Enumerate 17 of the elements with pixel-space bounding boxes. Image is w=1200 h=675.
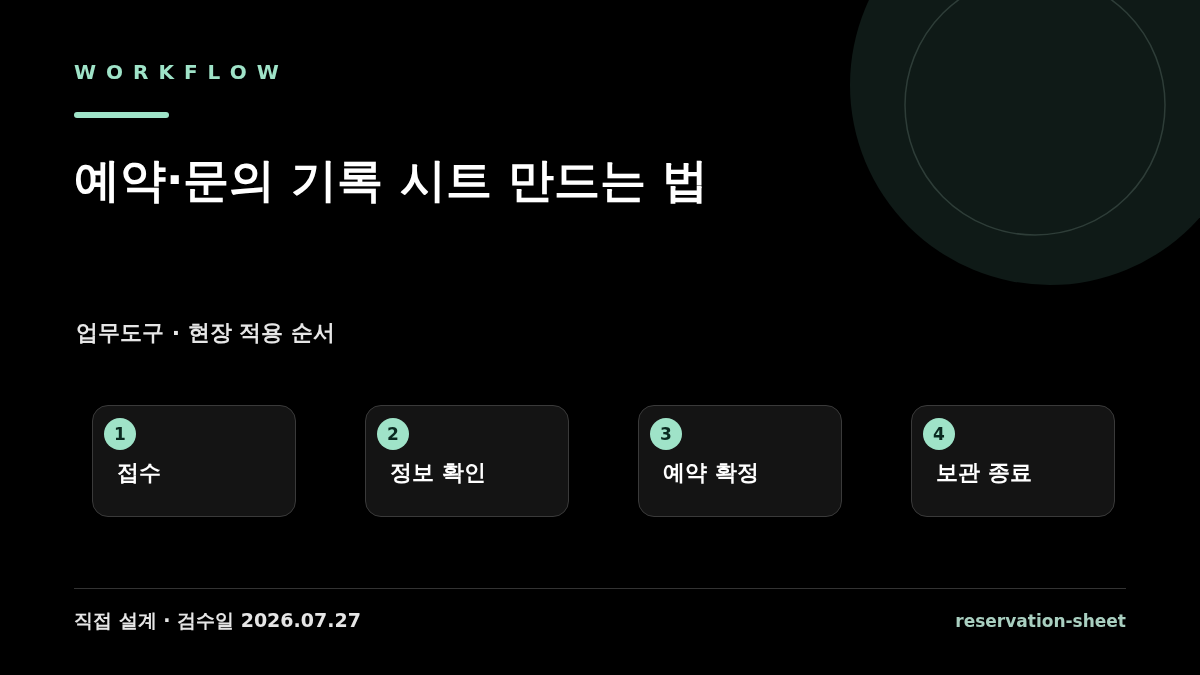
step-card <box>92 405 296 517</box>
footer-text: 직접 설계 · 검수일 2026.07.27 <box>74 608 361 633</box>
step-label: 접수 <box>117 459 161 487</box>
step-card <box>365 405 569 517</box>
eyebrow-text: WORKFLOW <box>74 60 289 84</box>
step-card <box>638 405 842 517</box>
step-number-badge: 4 <box>923 418 955 450</box>
title: 예약·문의 기록 시트 만드는 법 <box>74 152 708 209</box>
footer-tag: reservation-sheet <box>955 611 1126 631</box>
step-label: 예약 확정 <box>663 459 759 487</box>
subtitle: 업무도구 · 현장 적용 순서 <box>76 319 335 347</box>
step-number-badge: 1 <box>104 418 136 450</box>
step-label: 정보 확인 <box>390 459 486 487</box>
step-label: 보관 종료 <box>936 459 1032 487</box>
step-card <box>911 405 1115 517</box>
step-number-badge: 2 <box>377 418 409 450</box>
step-number-badge: 3 <box>650 418 682 450</box>
